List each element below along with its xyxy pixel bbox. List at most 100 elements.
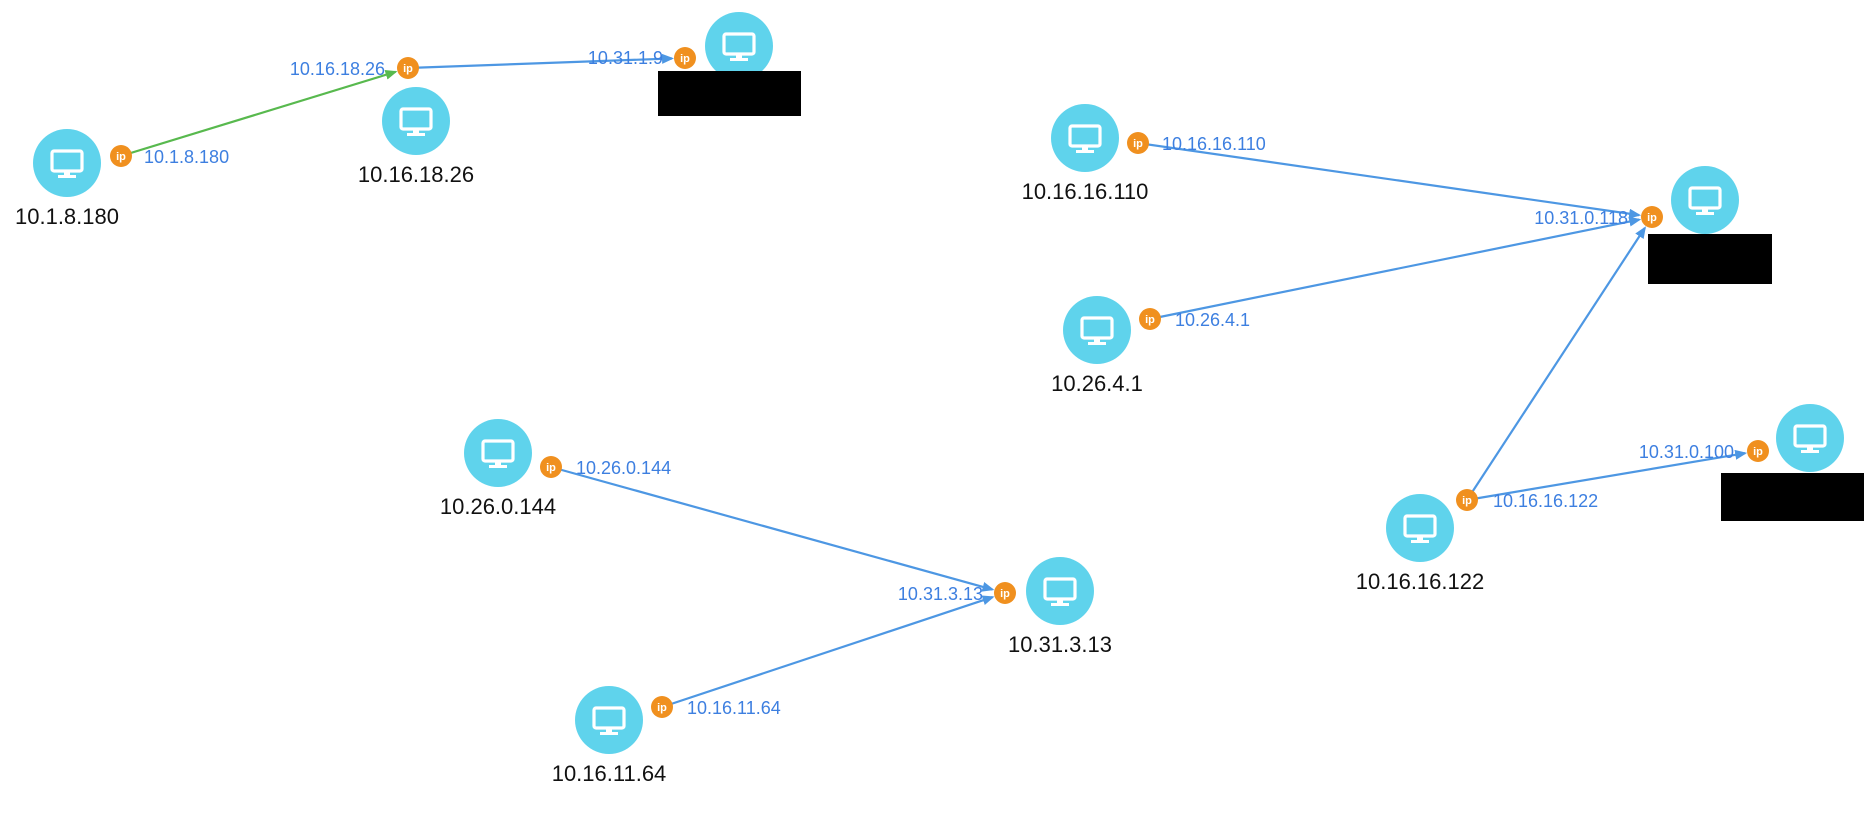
monitor-icon [399,107,433,136]
monitor-icon [722,32,756,61]
node-circle [1671,166,1739,234]
ip-badge-circle [397,57,419,79]
host-node-n11[interactable]: 10.16.11.64 [552,686,667,786]
host-node-n10[interactable]: 10.31.3.13 [1008,557,1112,657]
edge-target-ip-label: 10.31.0.100 [1639,442,1734,462]
ip-badge-circle [674,47,696,69]
host-node-n2[interactable]: 10.16.18.26 [358,87,474,187]
target-ip-badge-n7[interactable]: ip [1747,440,1769,462]
host-node-n7[interactable] [1776,404,1844,472]
host-node-n3[interactable] [705,12,773,80]
monitor-icon [1043,577,1077,606]
ip-badge-circle [651,696,673,718]
monitor-icon [1793,424,1827,453]
edge-labels-layer: 10.1.8.180 10.16.18.26 10.31.1.9 10.16.16.1… [144,48,1734,718]
node-label: 10.16.18.26 [358,162,474,187]
monitor-icon [1080,316,1114,345]
edge-n8-n7[interactable] [1466,449,1748,502]
node-circle [382,87,450,155]
ip-badge-text: ip [657,702,667,714]
monitor-icon [481,439,515,468]
ip-badge-text: ip [1647,212,1657,224]
ip-badge-circle [1747,440,1769,462]
redactions-layer [658,71,1864,521]
ip-badge-circle [1641,206,1663,228]
node-circle [1386,494,1454,562]
target-ip-badge-n2[interactable]: ip [397,57,419,79]
ip-badge-text: ip [1145,314,1155,326]
node-label: 10.16.16.110 [1022,179,1149,204]
node-circle [1063,296,1131,364]
node-label: 10.31.3.13 [1008,632,1112,657]
source-ip-badge-n8[interactable]: ip [1456,489,1478,511]
redacted-label-box [1721,473,1864,521]
node-label: 10.16.11.64 [552,761,667,786]
ip-badge-text: ip [1462,495,1472,507]
host-node-n6[interactable]: 10.26.4.1 [1051,296,1143,396]
ip-badge-circle [1456,489,1478,511]
node-circle [1776,404,1844,472]
nodes-layer: 10.1.8.180 10.16.18.26 10.16.16.110 10.26.4… [15,12,1844,786]
host-node-n5[interactable] [1671,166,1739,234]
edge-n11-n10[interactable] [661,595,995,709]
ip-badge-circle [1139,308,1161,330]
ip-badge-circle [110,145,132,167]
edge-n4-n5[interactable] [1137,141,1642,219]
node-circle [33,129,101,197]
edge-n9-n10[interactable] [550,465,995,592]
edge-target-ip-label: 10.31.3.13 [898,584,983,604]
edge-source-ip-label: 10.1.8.180 [144,147,229,167]
node-label: 10.16.16.122 [1356,569,1484,594]
monitor-icon [50,149,84,178]
ip-badge-text: ip [1000,588,1010,600]
source-ip-badge-n6[interactable]: ip [1139,308,1161,330]
edge-source-ip-label: 10.16.11.64 [687,698,781,718]
edge-target-ip-label: 10.31.0.118 [1534,208,1628,228]
edge-source-ip-label: 10.16.16.110 [1162,134,1266,154]
ip-badge-text: ip [1133,138,1143,150]
ip-badge-circle [540,456,562,478]
monitor-icon [1403,514,1437,543]
ip-badge-text: ip [680,53,690,65]
node-label: 10.1.8.180 [15,204,119,229]
edge-n8-n5[interactable] [1466,226,1646,501]
node-circle [1026,557,1094,625]
monitor-icon [1068,124,1102,153]
node-circle [705,12,773,80]
source-ip-badge-n11[interactable]: ip [651,696,673,718]
redacted-label-box [1648,234,1772,284]
node-circle [1051,104,1119,172]
edge-n2-n3[interactable] [407,53,675,70]
host-node-n8[interactable]: 10.16.16.122 [1356,494,1484,594]
source-ip-badge-n9[interactable]: ip [540,456,562,478]
node-label: 10.26.0.144 [440,494,556,519]
node-circle [575,686,643,754]
target-ip-badge-n10[interactable]: ip [994,582,1016,604]
ip-badge-circle [1127,132,1149,154]
monitor-icon [1688,186,1722,215]
node-circle [464,419,532,487]
edge-source-ip-label: 10.26.4.1 [1175,310,1250,330]
target-ip-badge-n3[interactable]: ip [674,47,696,69]
host-node-n4[interactable]: 10.16.16.110 [1022,104,1149,204]
target-ip-badge-n5[interactable]: ip [1641,206,1663,228]
ip-badge-text: ip [546,462,556,474]
edge-source-ip-label: 10.16.16.122 [1493,491,1598,511]
ip-badge-circle [994,582,1016,604]
edges-layer [120,53,1748,709]
ip-badge-text: ip [403,63,413,75]
node-label: 10.26.4.1 [1051,371,1143,396]
redacted-label-box [658,71,801,116]
monitor-icon [592,706,626,735]
ip-badge-text: ip [116,151,126,163]
edge-n1-n2[interactable] [120,69,398,158]
host-node-n9[interactable]: 10.26.0.144 [440,419,556,519]
edge-n6-n5[interactable] [1149,216,1642,321]
edge-source-ip-label: 10.26.0.144 [576,458,671,478]
edge-target-ip-label: 10.31.1.9 [588,48,663,68]
edge-target-ip-label: 10.16.18.26 [290,59,385,79]
source-ip-badge-n4[interactable]: ip [1127,132,1149,154]
host-node-n1[interactable]: 10.1.8.180 [15,129,119,229]
source-ip-badge-n1[interactable]: ip [110,145,132,167]
